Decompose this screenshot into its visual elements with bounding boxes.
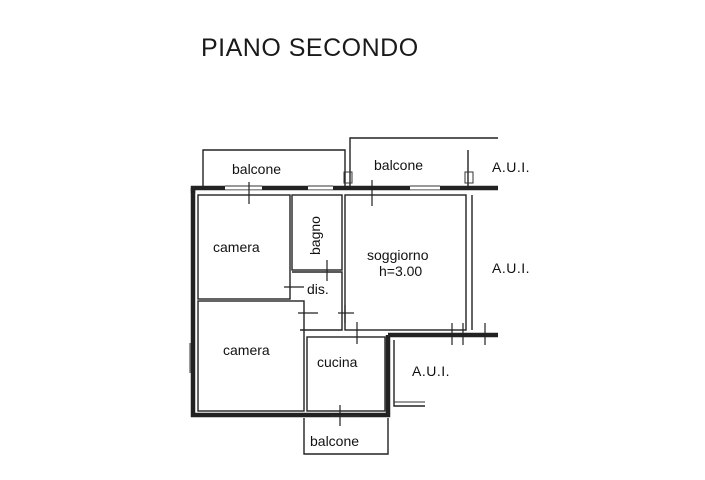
pillar-left bbox=[343, 171, 353, 184]
label-camera-top: camera bbox=[213, 239, 260, 255]
label-balcone-mid: balcone bbox=[374, 157, 423, 173]
room-soggiorno bbox=[344, 194, 467, 331]
room-bagno bbox=[291, 194, 343, 271]
label-cucina: cucina bbox=[317, 354, 358, 370]
label-aui-middle: A.U.I. bbox=[492, 260, 530, 276]
label-balcone-left: balcone bbox=[232, 161, 281, 177]
pillar-right bbox=[464, 171, 474, 184]
balcone-left-outline bbox=[202, 149, 346, 186]
label-balcone-bottom: balcone bbox=[310, 433, 359, 449]
balcone-bottom-outline bbox=[303, 418, 389, 455]
room-dis bbox=[292, 271, 343, 331]
label-soggiorno: soggiorno bbox=[367, 247, 429, 263]
room-camera-bottom bbox=[197, 300, 305, 412]
outer-wall-left bbox=[190, 188, 304, 418]
label-dis: dis. bbox=[307, 281, 329, 297]
room-camera-top bbox=[197, 194, 291, 300]
label-bagno: bagno bbox=[307, 216, 323, 255]
label-camera-bottom: camera bbox=[223, 342, 270, 358]
outer-wall-bottom bbox=[304, 335, 391, 418]
balcone-mid-outline bbox=[349, 137, 498, 186]
aui-bottom-wall bbox=[393, 340, 425, 407]
label-aui-top: A.U.I. bbox=[492, 159, 530, 175]
plan-title: PIANO SECONDO bbox=[201, 34, 419, 62]
label-soggiorno-height: h=3.00 bbox=[379, 263, 422, 279]
label-aui-bottom: A.U.I. bbox=[412, 363, 450, 379]
room-cucina bbox=[306, 336, 386, 412]
